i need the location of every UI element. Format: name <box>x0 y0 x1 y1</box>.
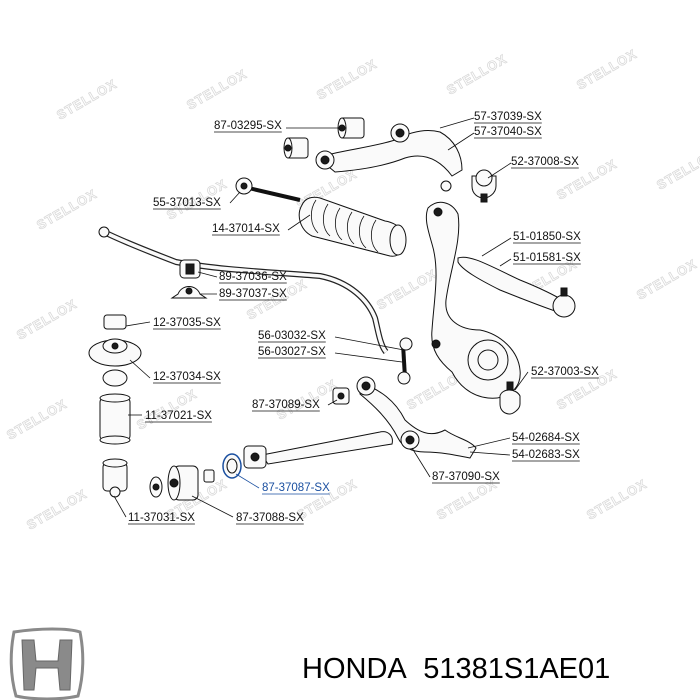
outer-tie-rod-end <box>457 256 576 318</box>
leader-line <box>191 495 234 518</box>
part-labels: 87-03295-SX 57-37039-SX 57-37040-SX 52-3700… <box>128 111 599 524</box>
lower-arm-bushing <box>332 387 350 405</box>
part-label-52-37008-SX: 52-37008-SX <box>511 156 579 168</box>
watermark-text: STELLOX <box>24 486 89 532</box>
stabilizer-bushing <box>170 259 208 299</box>
leader-line <box>334 352 403 363</box>
leader-line <box>287 214 311 231</box>
leader-line <box>487 162 512 179</box>
leader-line <box>327 399 338 406</box>
inner-tie-rod <box>235 177 301 202</box>
leader-line <box>481 237 512 257</box>
stabilizer-bar <box>98 226 389 354</box>
part-label-54-02683-SX: 54-02683-SX <box>512 449 580 461</box>
watermark-text: STELLOX <box>184 66 249 112</box>
watermark-text: STELLOX <box>584 476 649 522</box>
watermark-text: STELLOX <box>4 396 69 442</box>
leader-line <box>235 473 260 489</box>
radius-rod-bushing-highlighted <box>222 453 242 479</box>
leader-line <box>125 321 151 327</box>
watermark-text: STELLOX <box>374 266 439 312</box>
stabilizer-link <box>397 337 413 385</box>
caption-brand: HONDA <box>302 653 407 685</box>
leader-line <box>447 132 475 151</box>
radius-rod-bushing-set <box>149 465 215 501</box>
part-label-52-37003-SX: 52-37003-SX <box>531 366 599 378</box>
caption-text: HONDA 51381S1AE01 <box>302 653 610 685</box>
part-label-57-37039-SX: 57-37039-SX <box>474 111 542 123</box>
part-label-55-37013-SX: 55-37013-SX <box>153 197 221 209</box>
part-label-11-37021-SX: 11-37021-SX <box>145 410 212 422</box>
part-label-12-37035-SX: 12-37035-SX <box>153 317 221 329</box>
watermark-text: STELLOX <box>34 186 99 232</box>
part-label-51-01581-SX: 51-01581-SX <box>513 252 581 264</box>
watermark-text: STELLOX <box>54 76 119 122</box>
leader-line <box>129 359 151 379</box>
honda-h-logo <box>9 627 85 700</box>
leader-lines <box>113 117 599 525</box>
leader-line <box>113 495 127 518</box>
part-label-87-37089-SX: 87-37089-SX <box>252 399 320 411</box>
radius-rod <box>243 431 393 469</box>
part-label-57-37040-SX: 57-37040-SX <box>474 126 542 138</box>
leader-line <box>334 336 405 351</box>
part-label-87-37088-SX: 87-37088-SX <box>236 512 304 524</box>
part-label-56-03027-SX: 56-03027-SX <box>258 346 326 358</box>
part-label-54-02684-SX: 54-02684-SX <box>512 432 580 444</box>
part-label-87-03295-SX: 87-03295-SX <box>214 120 282 132</box>
watermark-text: STELLOX <box>634 256 699 302</box>
upper-control-arm <box>315 123 463 192</box>
part-label-14-37014-SX: 14-37014-SX <box>212 223 280 235</box>
part-label-87-37087-SX: 87-37087-SX <box>262 482 330 494</box>
part-label-89-37037-SX: 89-37037-SX <box>219 288 287 300</box>
part-label-89-37036-SX: 89-37036-SX <box>219 271 287 283</box>
part-label-51-01850-SX: 51-01850-SX <box>513 231 581 243</box>
leader-line <box>411 447 431 478</box>
watermark-text: STELLOX <box>314 56 379 102</box>
leader-line <box>469 451 511 456</box>
watermark-text: STELLOX <box>574 46 639 92</box>
compliance-bushing <box>102 458 128 498</box>
steering-rack-boot <box>298 196 407 257</box>
lower-control-arm <box>356 376 477 459</box>
upper-ball-joint <box>471 169 497 203</box>
leader-line <box>467 437 511 449</box>
leader-line <box>514 371 529 391</box>
watermark-text: STELLOX <box>654 146 700 192</box>
strut-dust-boot <box>99 393 131 445</box>
part-label-11-37031-SX: 11-37031-SX <box>128 512 195 524</box>
watermark-text: STELLOX <box>14 296 79 342</box>
part-label-87-37090-SX: 87-37090-SX <box>432 471 500 483</box>
steering-knuckle <box>425 201 521 399</box>
strut-mount <box>88 314 142 387</box>
part-label-12-37034-SX: 12-37034-SX <box>153 371 221 383</box>
leader-line <box>499 258 512 267</box>
leader-line <box>197 271 218 278</box>
lower-ball-joint <box>499 381 521 415</box>
caption-part-number: 51381S1AE01 <box>423 653 610 685</box>
part-label-56-03032-SX: 56-03032-SX <box>258 330 326 342</box>
upper-arm-bushings <box>283 117 365 159</box>
leader-line <box>229 191 241 204</box>
watermark-text: STELLOX <box>444 51 509 97</box>
leader-line <box>439 117 475 129</box>
